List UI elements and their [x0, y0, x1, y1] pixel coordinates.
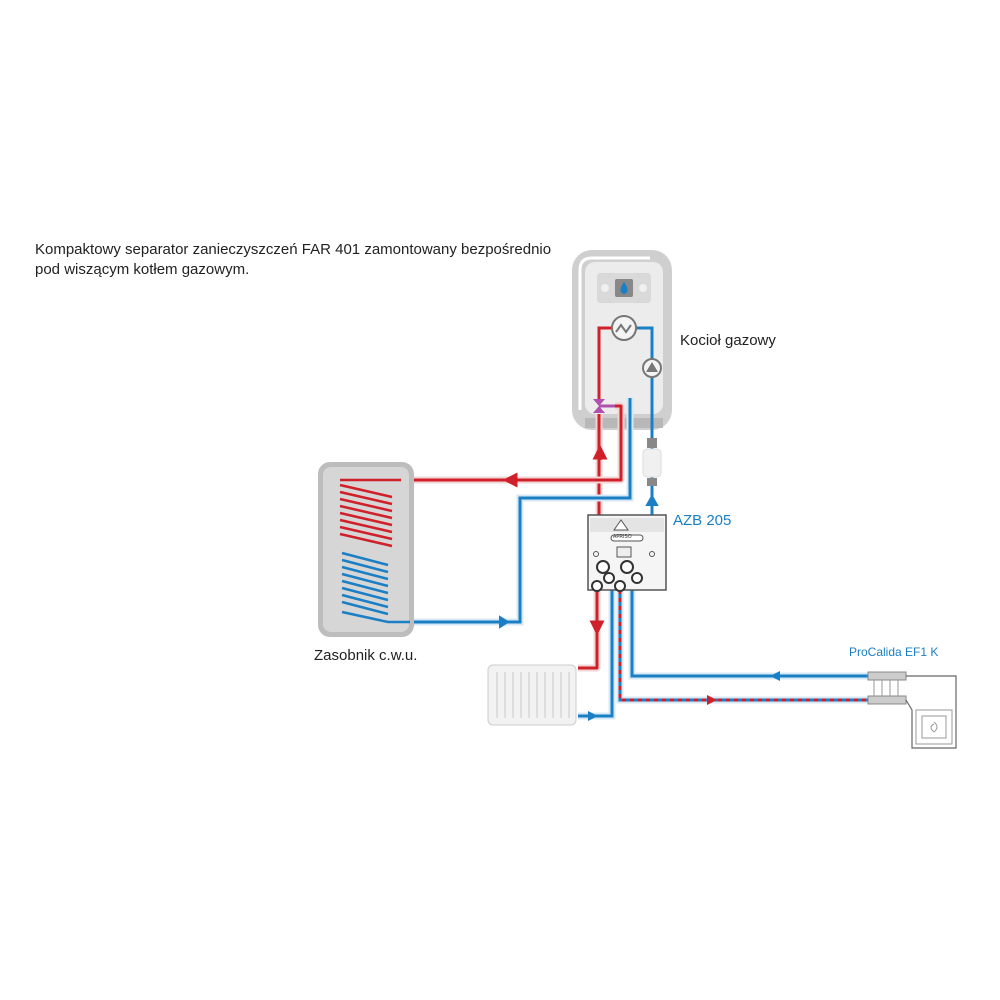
azb-205-unit [587, 514, 667, 592]
mixed-pipe [616, 590, 870, 705]
tank-label: Zasobnik c.w.u. [314, 647, 418, 664]
caption-line-2: pod wiszącym kotłem gazowym. [35, 261, 250, 278]
afriso-logo [610, 534, 644, 542]
floor-heating-loop [905, 675, 957, 749]
hot-water-tank [318, 462, 414, 637]
boiler-label: Kocioł gazowy [680, 332, 776, 349]
hot-pipes [401, 402, 625, 672]
caption-line-1: Kompaktowy separator zanieczyszczeń FAR … [35, 241, 552, 258]
diagram-caption: Kompaktowy separator zanieczyszczeń FAR … [35, 240, 575, 280]
far-401-separator [642, 438, 662, 486]
flame-icon [620, 282, 628, 294]
azb-label: AZB 205 [673, 512, 732, 529]
cold-pipes [410, 398, 870, 721]
azb-brand-text: AFRISO [613, 534, 632, 540]
radiator [487, 664, 577, 726]
manifold-label: ProCalida EF1 K [849, 645, 939, 659]
procalida-manifold [867, 671, 957, 749]
boiler-internal-circuit [593, 315, 662, 440]
